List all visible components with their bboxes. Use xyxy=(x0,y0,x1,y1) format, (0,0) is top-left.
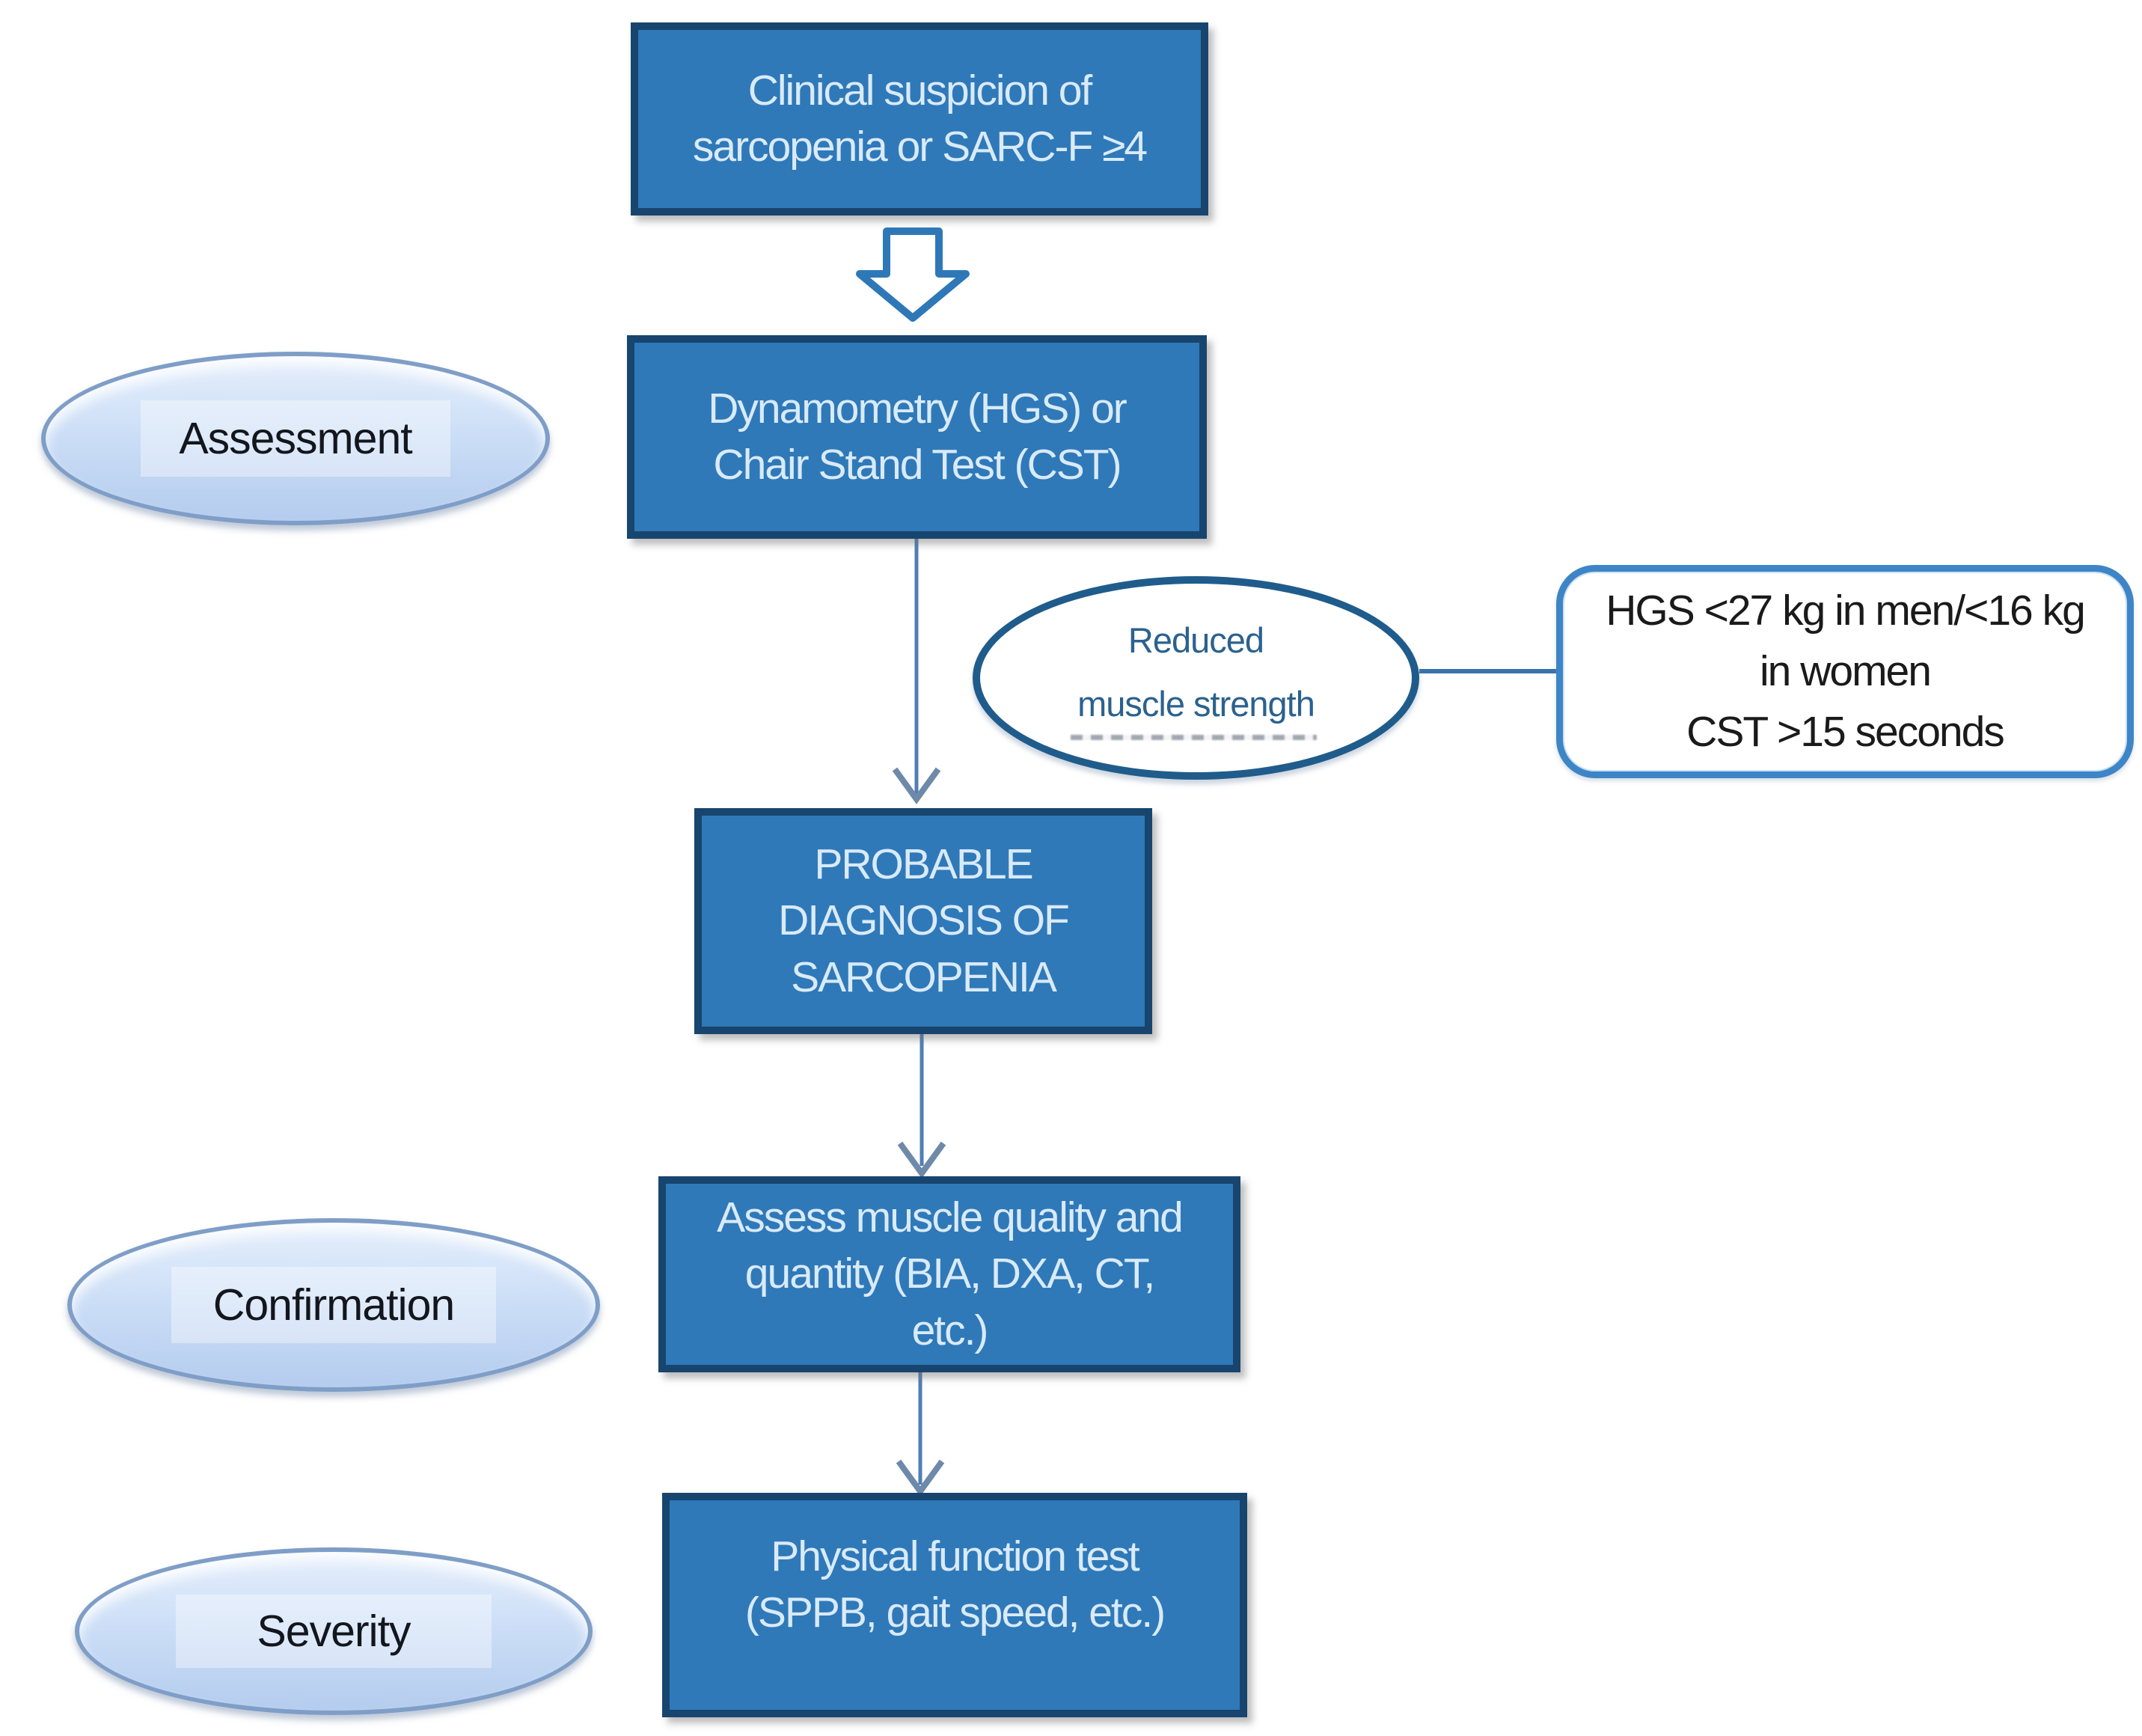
node-strength-test: Dynamometry (HGS) or Chair Stand Test (C… xyxy=(627,335,1207,539)
stage-assessment-label: Assessment xyxy=(179,414,412,463)
stage-severity-label: Severity xyxy=(257,1607,411,1656)
node-cutoff-criteria: HGS <27 kg in men/<16 kg in women CST >1… xyxy=(1556,565,2134,778)
node-physical-function-label: Physical function test (SPPB, gait speed… xyxy=(744,1532,1166,1637)
stage-confirmation-label: Confirmation xyxy=(212,1280,455,1330)
stage-confirmation-highlight xyxy=(171,1267,496,1343)
node-clinical-suspicion-label: Clinical suspicion of sarcopenia or SARC… xyxy=(692,66,1148,171)
node-clinical-suspicion: Clinical suspicion of sarcopenia or SARC… xyxy=(631,22,1208,216)
stage-severity: Severity xyxy=(75,1547,593,1715)
node-cutoff-criteria-label: HGS <27 kg in men/<16 kg in women CST >1… xyxy=(1606,587,2086,756)
down-block-arrow-icon xyxy=(856,227,970,322)
stage-assessment-highlight xyxy=(140,400,451,477)
node-reduced-muscle-strength: Reduced muscle strength xyxy=(973,576,1419,780)
faint-footnote-line xyxy=(1071,735,1318,741)
node-muscle-mass-label: Assess muscle quality and quantity (BIA,… xyxy=(717,1194,1184,1354)
node-strength-test-label: Dynamometry (HGS) or Chair Stand Test (C… xyxy=(708,384,1127,489)
node-muscle-mass: Assess muscle quality and quantity (BIA,… xyxy=(658,1176,1240,1372)
node-probable-diagnosis: PROBABLE DIAGNOSIS OF SARCOPENIA xyxy=(694,808,1152,1034)
stage-assessment: Assessment xyxy=(41,352,550,525)
node-probable-diagnosis-label: PROBABLE DIAGNOSIS OF SARCOPENIA xyxy=(778,840,1070,1001)
stage-severity-highlight xyxy=(176,1595,492,1668)
node-physical-function: Physical function test (SPPB, gait speed… xyxy=(662,1493,1247,1717)
stage-confirmation: Confirmation xyxy=(67,1218,600,1392)
node-reduced-muscle-strength-label: Reduced muscle strength xyxy=(1077,620,1315,724)
